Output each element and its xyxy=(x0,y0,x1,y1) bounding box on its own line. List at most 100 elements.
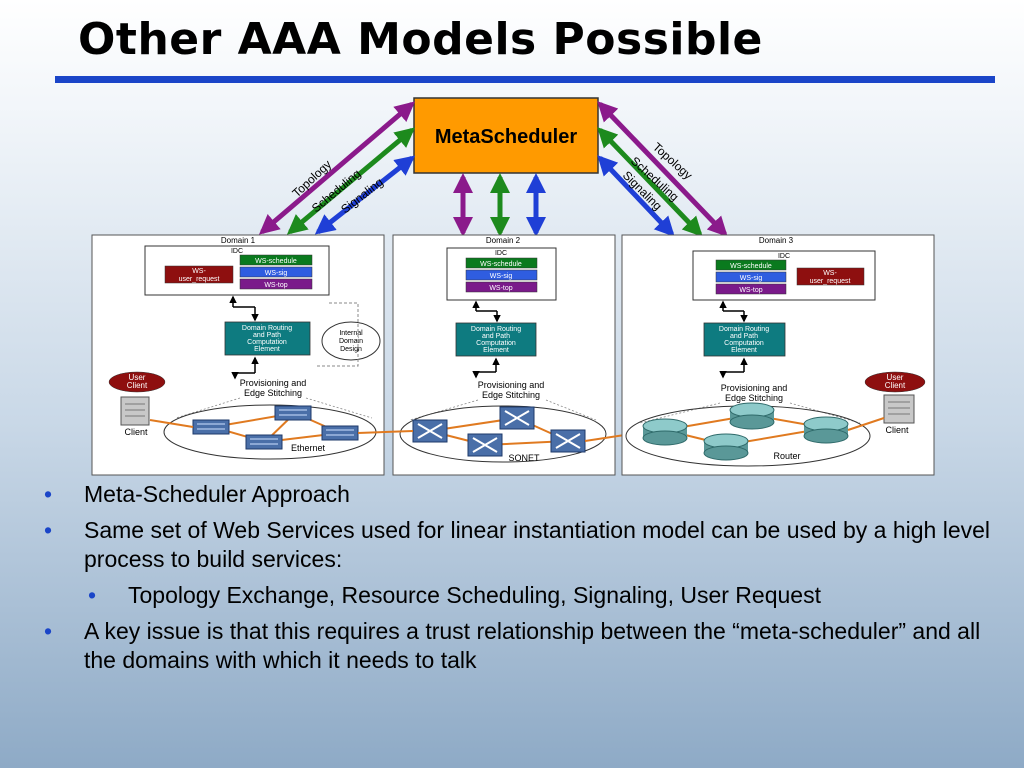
domain-1-prov-l2: Edge Stitching xyxy=(244,388,302,398)
title-underline xyxy=(55,76,995,83)
left-signaling-link xyxy=(314,155,416,235)
domain-2-tech-label: SONET xyxy=(508,453,540,463)
domain-3-ws-sig-label: WS-sig xyxy=(740,275,763,282)
domain-1-ws-top[interactable] xyxy=(239,278,313,290)
client-computer-icon[interactable] xyxy=(120,396,150,426)
domain-1-ws-user-request-l1: WS- xyxy=(192,268,206,275)
domain-3-ws-schedule-label: WS-schedule xyxy=(730,263,772,270)
domain-1-drpce-l1: Domain Routing xyxy=(242,325,292,332)
domain-2-ws-schedule-label: WS-schedule xyxy=(480,261,522,268)
domain-2-label: Domain 2 xyxy=(486,236,521,245)
bullet-text: Meta-Scheduler Approach xyxy=(84,481,350,507)
domain-3-tech-label: Router xyxy=(773,451,800,461)
domain-1-drpce-l3: Computation xyxy=(247,339,287,346)
client-left-label: Client xyxy=(124,427,148,437)
user-client-right-l2: Client xyxy=(885,381,906,390)
domain-1-drpce-box[interactable] xyxy=(224,321,311,356)
right-signaling-link xyxy=(597,155,675,237)
right-topology-link xyxy=(597,101,728,237)
domain-2-ws-sig-label: WS-sig xyxy=(490,273,513,280)
domain-3-drpce-box[interactable] xyxy=(703,322,786,357)
domain-1-ws-sig[interactable] xyxy=(239,266,313,278)
domain-1-ws-schedule[interactable] xyxy=(239,254,313,266)
domain-2-ws-top[interactable] xyxy=(465,281,538,293)
ethernet-switch-icon[interactable] xyxy=(274,405,312,421)
bullet-dot: • xyxy=(88,582,97,608)
user-client-left-l1: User xyxy=(129,373,146,382)
domain-1-tech-label: Ethernet xyxy=(291,443,326,453)
interdomain-link-1-2 xyxy=(357,430,414,434)
bullet-item: • Same set of Web Services used for line… xyxy=(44,516,1004,574)
domain-3-prov-l1: Provisioning and xyxy=(721,383,788,393)
domain-2-drpce-l1: Domain Routing xyxy=(471,326,521,333)
sonet-mux-icon[interactable] xyxy=(412,419,448,443)
client-computer-icon[interactable] xyxy=(883,394,915,424)
domain-1-label: Domain 1 xyxy=(221,236,256,245)
sub-bullet-item: • Topology Exchange, Resource Scheduling… xyxy=(88,581,1004,610)
metascheduler-box[interactable] xyxy=(413,97,599,174)
domain-1-ws-sig-label: WS-sig xyxy=(265,270,288,277)
slide-title: Other AAA Models Possible xyxy=(78,14,763,65)
domain-1-ws-user-request[interactable] xyxy=(164,265,234,284)
domain-2-prov-l2: Edge Stitching xyxy=(482,390,540,400)
domain-2-sonet-cloud[interactable] xyxy=(399,405,607,463)
user-client-left[interactable] xyxy=(108,371,166,393)
domain-1-prov-l1: Provisioning and xyxy=(240,378,307,388)
domain-2-prov-l1: Provisioning and xyxy=(478,380,545,390)
router-icon[interactable] xyxy=(803,416,849,444)
internal-domain-design-l2: Domain xyxy=(339,338,363,345)
domain-3-drpce-l4: Element xyxy=(731,347,757,354)
bullet-item: • Meta-Scheduler Approach xyxy=(44,480,1004,509)
domain-1-ws-top-label: WS-top xyxy=(264,282,287,289)
internal-domain-design-l3: Design xyxy=(340,346,362,353)
bullet-dot: • xyxy=(44,481,53,507)
domain-2-ws-schedule[interactable] xyxy=(465,257,538,269)
domain-3-drpce-l3: Computation xyxy=(724,340,764,347)
domain-3-ws-sig[interactable] xyxy=(715,271,787,283)
sonet-mux-icon[interactable] xyxy=(499,406,535,430)
ethernet-switch-icon[interactable] xyxy=(321,425,359,441)
router-icon[interactable] xyxy=(729,402,775,430)
sonet-mux-icon[interactable] xyxy=(550,429,586,453)
router-icon[interactable] xyxy=(642,418,688,446)
internal-domain-design-l1: Internal xyxy=(339,330,363,337)
domain-3-ws-top-label: WS-top xyxy=(739,287,762,294)
user-client-right-l1: User xyxy=(887,373,904,382)
domain-3-ws-user-request[interactable] xyxy=(796,267,865,286)
user-client-left-l2: Client xyxy=(127,381,148,390)
domain-2-drpce-box[interactable] xyxy=(455,322,537,357)
domain-2-ws-top-label: WS-top xyxy=(489,285,512,292)
domain-3-prov-l2: Edge Stitching xyxy=(725,393,783,403)
domain-3-drpce-l2: and Path xyxy=(730,333,758,340)
domain-3-ws-user-request-l1: WS- xyxy=(823,270,837,277)
domain-2-ws-sig[interactable] xyxy=(465,269,538,281)
bullet-text: Same set of Web Services used for linear… xyxy=(84,517,991,572)
user-client-right[interactable] xyxy=(864,371,926,393)
domain-3-label: Domain 3 xyxy=(759,236,794,245)
domain-2-drpce-l3: Computation xyxy=(476,340,516,347)
bullet-item: • A key issue is that this requires a tr… xyxy=(44,617,1004,675)
bullet-text: Topology Exchange, Resource Scheduling, … xyxy=(128,582,821,608)
left-topology-link xyxy=(258,101,416,235)
metascheduler-label: MetaScheduler xyxy=(435,126,577,148)
domain-3-ws-top[interactable] xyxy=(715,283,787,295)
ethernet-switch-icon[interactable] xyxy=(245,434,283,450)
domain-3-drpce-l1: Domain Routing xyxy=(719,326,769,333)
domain-1-ws-user-request-l2: user_request xyxy=(179,276,220,283)
router-icon[interactable] xyxy=(703,433,749,461)
domain-2-drpce-l4: Element xyxy=(483,347,509,354)
internal-domain-design-ellipse[interactable] xyxy=(321,321,381,361)
ethernet-switch-icon[interactable] xyxy=(192,419,230,435)
sonet-mux-icon[interactable] xyxy=(467,433,503,457)
domain-2-drpce-l2: and Path xyxy=(482,333,510,340)
bullet-text: A key issue is that this requires a trus… xyxy=(84,618,981,673)
domain-1-drpce-l4: Element xyxy=(254,346,280,353)
domain-3-idc-label: IDC xyxy=(778,253,790,260)
domain-3-ws-schedule[interactable] xyxy=(715,259,787,271)
domain-1-drpce-l2: and Path xyxy=(253,332,281,339)
domain-2-idc-label: IDC xyxy=(495,250,507,257)
client-right-label: Client xyxy=(885,425,909,435)
bullet-dot: • xyxy=(44,618,53,644)
bullet-list: • Meta-Scheduler Approach • Same set of … xyxy=(44,480,1004,682)
